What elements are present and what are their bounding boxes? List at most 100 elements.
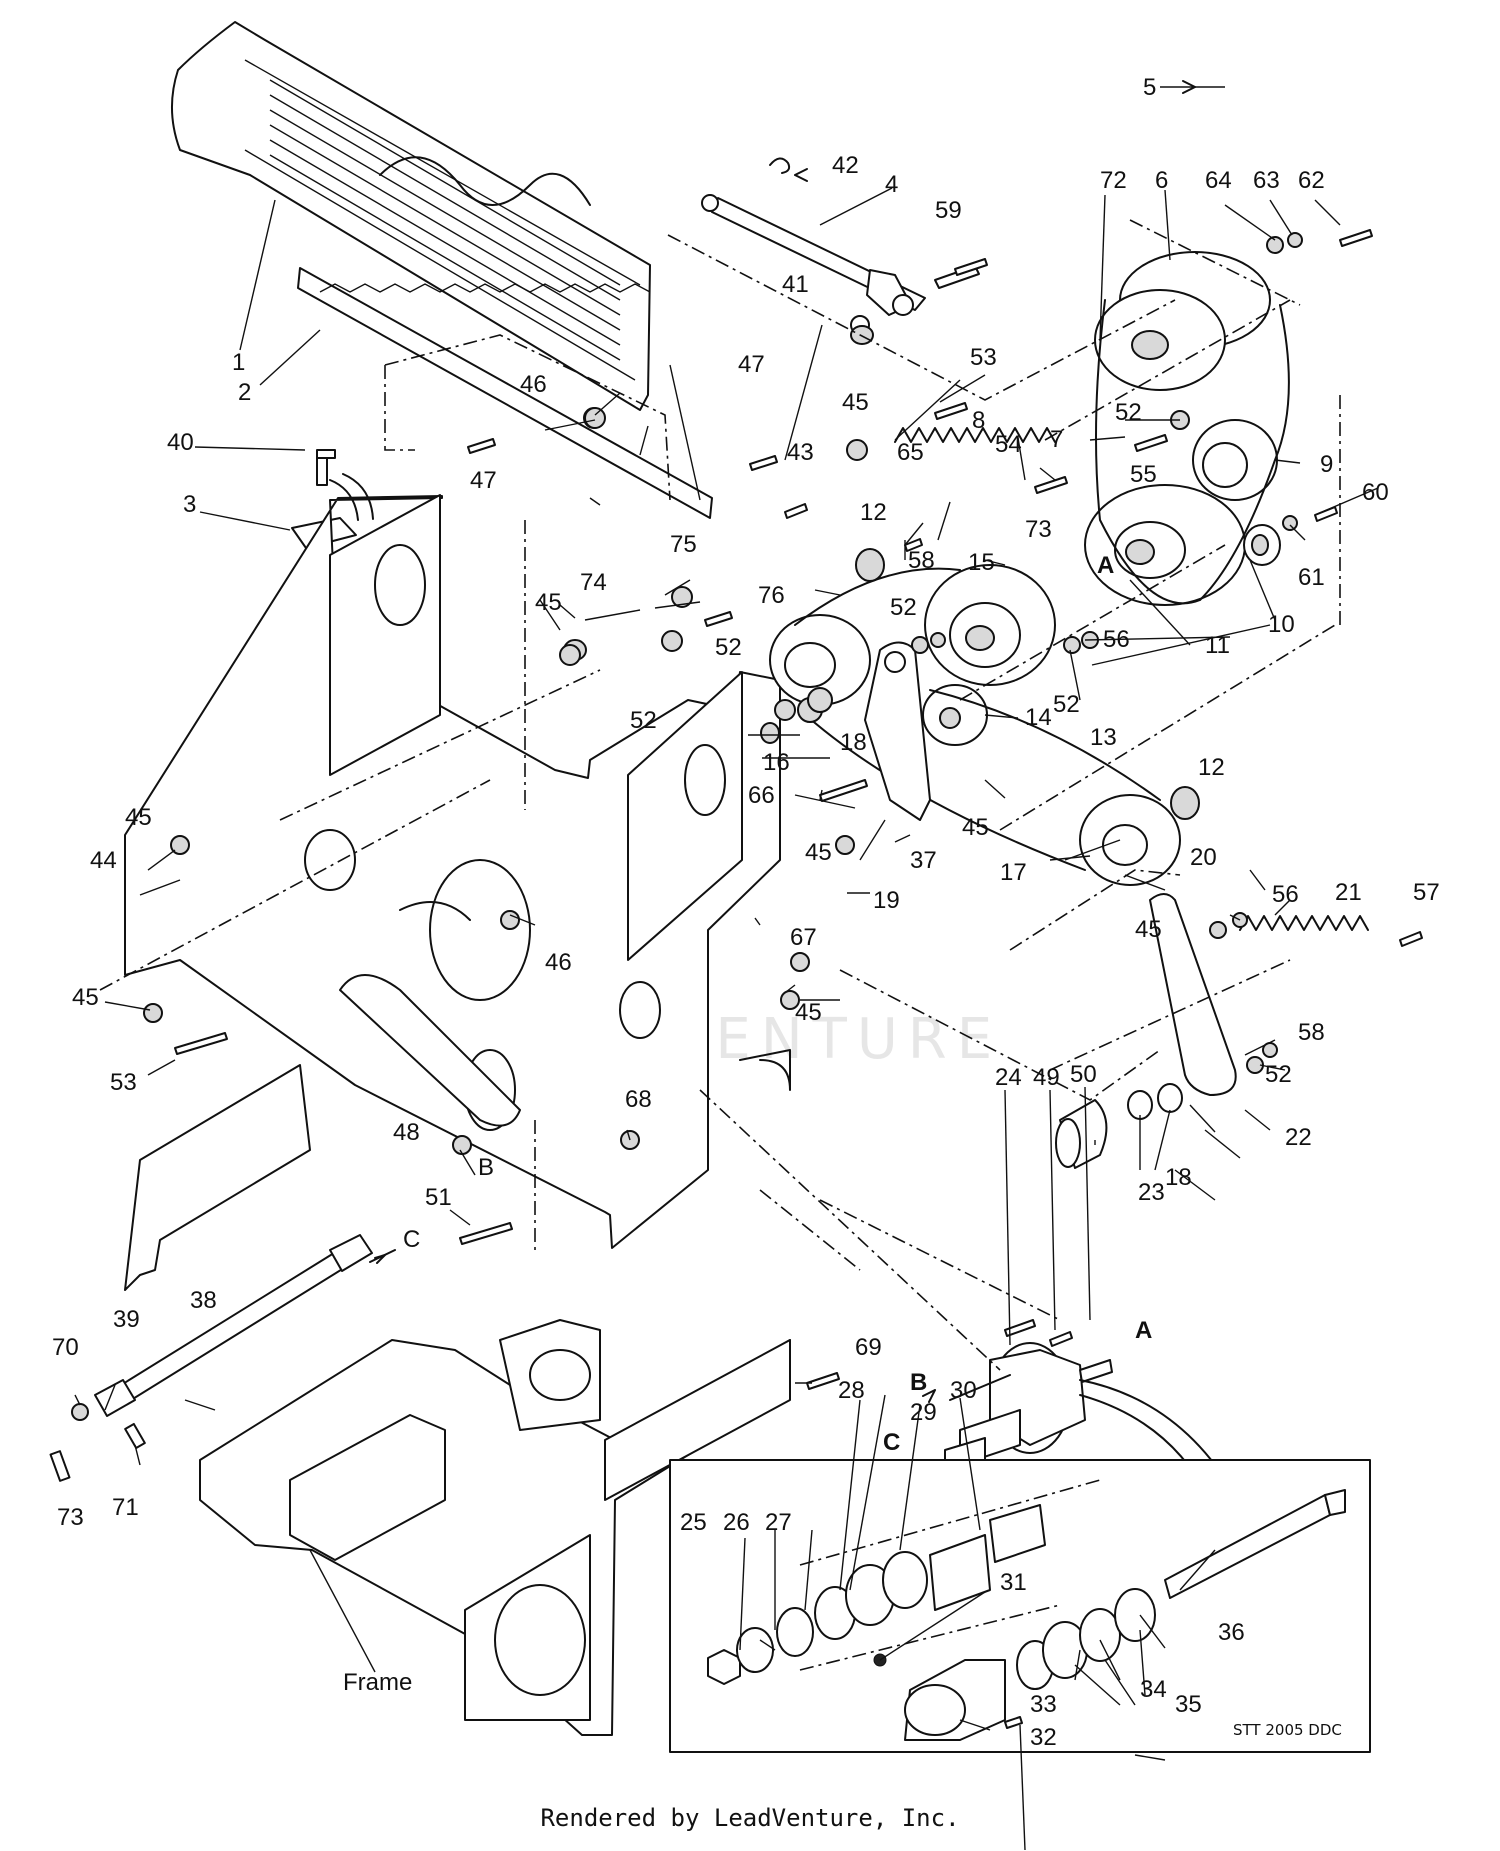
label-45a: 45: [842, 389, 869, 416]
label-53b: 53: [110, 1069, 137, 1096]
label-60: 60: [1362, 479, 1389, 506]
label-58a: 58: [908, 547, 935, 574]
label-52a: 52: [1115, 399, 1142, 426]
label-72: 72: [1100, 167, 1127, 194]
connector-c-spindle: C: [883, 1429, 900, 1456]
label-18a: 18: [840, 729, 867, 756]
arrows: [369, 80, 1196, 1403]
idler-9: [1192, 419, 1278, 501]
bolts: [174, 229, 1423, 1390]
label-21: 21: [1335, 879, 1362, 906]
idler-arm-37: [864, 641, 931, 821]
label-55: 55: [1130, 461, 1157, 488]
label-45c: 45: [125, 804, 152, 831]
label-51: 51: [425, 1184, 452, 1211]
washer-18b-1: [1127, 1090, 1153, 1120]
label-74: 74: [580, 569, 607, 596]
label-52e: 52: [1053, 691, 1080, 718]
frame-weldment: [199, 1319, 791, 1736]
spring-21: [1239, 915, 1369, 931]
footer-credit: Rendered by LeadVenture, Inc.: [540, 1804, 960, 1832]
floor-pan: [124, 1064, 311, 1291]
label-63: 63: [1253, 167, 1280, 194]
label-39: 39: [113, 1306, 140, 1333]
connector-b-frame: B: [478, 1154, 494, 1181]
label-45f: 45: [962, 814, 989, 841]
label-44: 44: [90, 847, 117, 874]
label-34: 34: [1140, 1676, 1167, 1703]
label-17: 17: [1000, 859, 1027, 886]
seal-strip: [297, 267, 713, 519]
label-46a: 46: [520, 371, 547, 398]
label-54: 54: [995, 431, 1022, 458]
label-19: 19: [873, 887, 900, 914]
label-47a: 47: [738, 351, 765, 378]
label-36: 36: [1218, 1619, 1245, 1646]
label-48: 48: [393, 1119, 420, 1146]
label-23: 23: [1138, 1179, 1165, 1206]
label-64: 64: [1205, 167, 1232, 194]
label-46b: 46: [545, 949, 572, 976]
label-71: 71: [112, 1494, 139, 1521]
label-59: 59: [935, 197, 962, 224]
label-22: 22: [1285, 1124, 1312, 1151]
label-75: 75: [670, 531, 697, 558]
label-70: 70: [52, 1334, 79, 1361]
spindle-exploded: [707, 1479, 1346, 1741]
connector-c-shaft: C: [403, 1226, 420, 1253]
label-14: 14: [1025, 704, 1052, 731]
label-41: 41: [782, 271, 809, 298]
label-15: 15: [968, 549, 995, 576]
label-58b: 58: [1298, 1019, 1325, 1046]
label-57: 57: [1413, 879, 1440, 906]
label-47b: 47: [470, 467, 497, 494]
label-25: 25: [680, 1509, 707, 1536]
label-10: 10: [1268, 611, 1295, 638]
label-29: 29: [910, 1399, 937, 1426]
label-20: 20: [1190, 844, 1217, 871]
label-1: 1: [232, 349, 245, 376]
label-35: 35: [1175, 1691, 1202, 1718]
label-11: 11: [1205, 632, 1230, 659]
label-45h: 45: [1135, 916, 1162, 943]
label-7: 7: [1050, 426, 1063, 453]
label-8: 8: [972, 407, 985, 434]
grille-cover: [171, 21, 651, 411]
pulley-left: [769, 614, 871, 706]
label-66: 66: [748, 782, 775, 809]
label-28: 28: [838, 1377, 865, 1404]
label-56b: 56: [1272, 881, 1299, 908]
frame-tube: [739, 1049, 791, 1091]
label-76: 76: [758, 582, 785, 609]
label-61: 61: [1298, 564, 1325, 591]
pulley-11: [1084, 484, 1246, 606]
label-45b: 45: [535, 589, 562, 616]
connector-a-upper: A: [1097, 552, 1114, 579]
spring-8: [894, 427, 1056, 443]
connector-b-spindle: B: [910, 1369, 927, 1396]
label-12b: 12: [1198, 754, 1225, 781]
spindle-housing-24: [944, 1342, 1236, 1501]
label-50: 50: [1070, 1061, 1097, 1088]
label-38: 38: [190, 1287, 217, 1314]
dashed-outlines: [99, 219, 1341, 1371]
label-45g: 45: [795, 999, 822, 1026]
label-73a: 73: [1025, 516, 1052, 543]
label-45e: 45: [805, 839, 832, 866]
label-2: 2: [238, 379, 251, 406]
label-30: 30: [950, 1377, 977, 1404]
label-69: 69: [855, 1334, 882, 1361]
label-53a: 53: [970, 344, 997, 371]
label-12a: 12: [860, 499, 887, 526]
label-52d: 52: [630, 707, 657, 734]
label-37: 37: [910, 847, 937, 874]
label-13: 13: [1090, 724, 1117, 751]
bushing-23: [1055, 1099, 1108, 1169]
label-68: 68: [625, 1086, 652, 1113]
label-56a: 56: [1103, 626, 1130, 653]
label-3: 3: [183, 491, 196, 518]
label-18b: 18: [1165, 1164, 1192, 1191]
main-frame-plate: [124, 494, 781, 1249]
label-9: 9: [1320, 451, 1333, 478]
